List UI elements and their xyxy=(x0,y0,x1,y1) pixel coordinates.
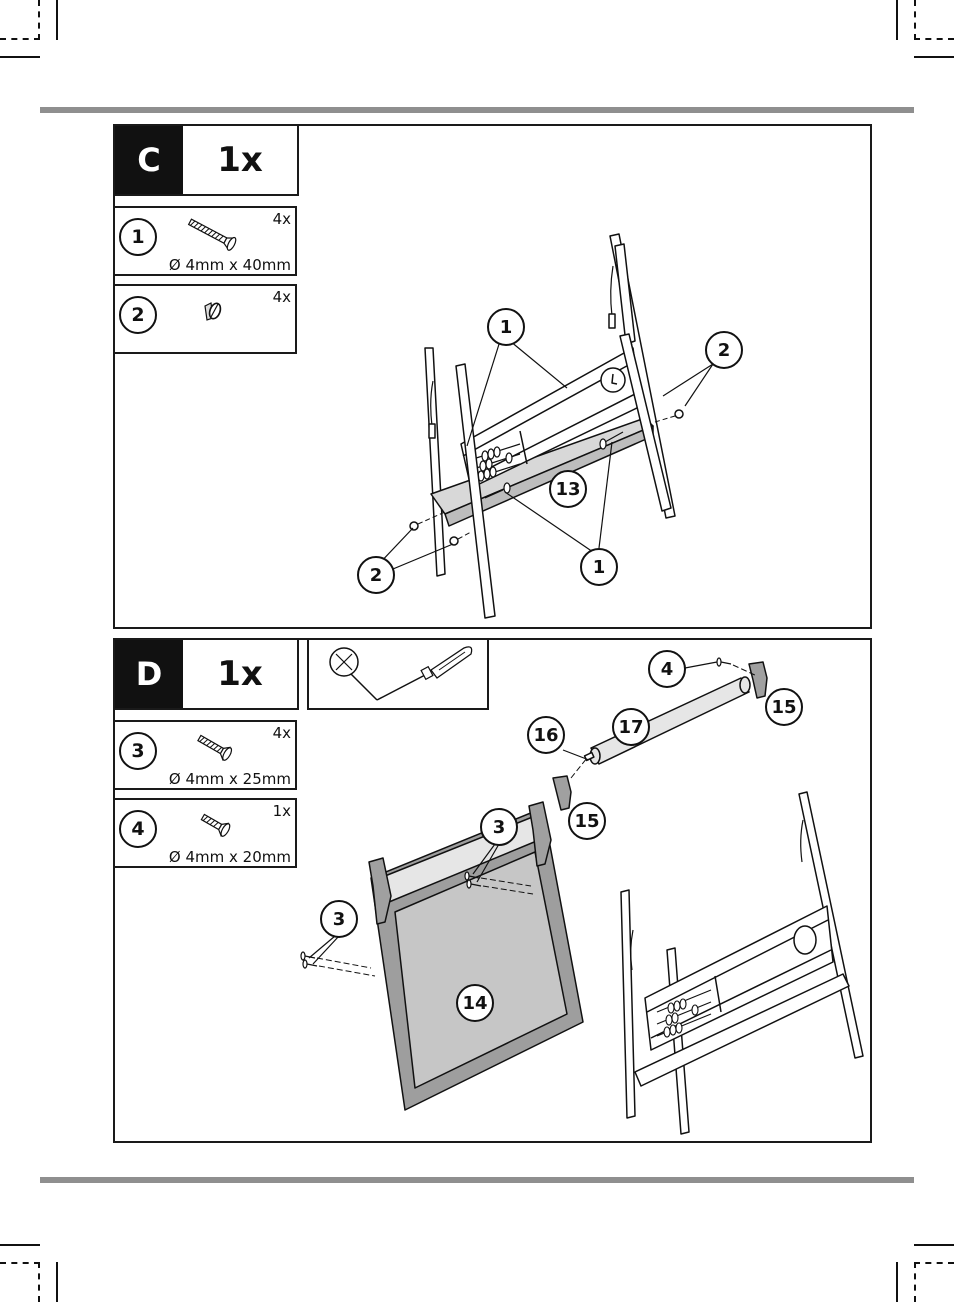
part-size: Ø 4mm x 20mm xyxy=(168,848,291,866)
easel-shelf xyxy=(634,973,850,1087)
phillips-screwdriver-icon xyxy=(329,646,473,701)
crop-mark xyxy=(914,1244,954,1246)
callout-part-2: 2 xyxy=(357,556,395,594)
part-3-box: 3 4x Ø 4mm x 25mm xyxy=(115,720,297,790)
part-count: 4x xyxy=(272,288,291,306)
step-c-panel: C 1x 1 4x Ø 4mm x 40mm 2 4x xyxy=(113,124,872,629)
screw-icon xyxy=(466,879,482,889)
callout-part-4: 4 xyxy=(648,650,686,688)
tool-box xyxy=(307,640,489,710)
part-4-box: 4 1x Ø 4mm x 20mm xyxy=(115,798,297,868)
part-number: 1 xyxy=(119,218,157,256)
callout-part-1: 1 xyxy=(580,548,618,586)
step-letter: D xyxy=(115,640,183,708)
part-size: Ø 4mm x 40mm xyxy=(168,256,291,274)
crop-mark xyxy=(896,0,898,40)
screw-icon xyxy=(302,959,318,969)
easel-frame-illustration xyxy=(376,233,714,619)
long-screw-icon xyxy=(599,431,624,450)
part-1-box: 1 4x Ø 4mm x 40mm xyxy=(115,206,297,276)
step-quantity: 1x xyxy=(217,140,263,180)
crop-mark xyxy=(896,1262,898,1302)
crop-mark xyxy=(0,1262,40,1302)
roll-holder xyxy=(552,775,572,811)
callout-part-2: 2 xyxy=(705,331,743,369)
crop-mark xyxy=(914,0,954,40)
clock-icon xyxy=(793,925,817,955)
cap-nut-icon xyxy=(449,536,459,546)
crop-mark xyxy=(914,56,954,58)
callout-part-17: 17 xyxy=(612,708,650,746)
chalkboard-assembly-illustration xyxy=(300,657,864,1135)
crop-mark xyxy=(0,56,40,58)
chalkboard-surface xyxy=(394,851,568,1089)
part-size: Ø 4mm x 25mm xyxy=(168,770,291,788)
part-count: 4x xyxy=(272,724,291,742)
callout-part-15: 15 xyxy=(568,802,606,840)
easel-left-leg xyxy=(620,889,636,1119)
callout-part-16: 16 xyxy=(527,716,565,754)
cap-nut-icon xyxy=(674,409,684,419)
screw-icon xyxy=(197,734,233,761)
callout-part-15: 15 xyxy=(765,688,803,726)
crop-mark xyxy=(0,0,40,40)
front-right-leg xyxy=(614,243,636,345)
part-number: 4 xyxy=(119,810,157,848)
part-number: 2 xyxy=(119,296,157,334)
crop-mark xyxy=(914,1262,954,1302)
step-quantity: 1x xyxy=(217,654,263,694)
callout-part-3: 3 xyxy=(480,808,518,846)
easel-right-leg xyxy=(798,791,864,1059)
callout-part-3: 3 xyxy=(320,900,358,938)
part-count: 4x xyxy=(272,210,291,228)
step-d-panel: D 1x 3 4x Ø 4mm x 25mm 4 xyxy=(113,638,872,1143)
board-holder-left xyxy=(368,857,392,925)
short-screw-icon xyxy=(200,813,231,837)
step-c-header: C 1x xyxy=(115,126,299,196)
part-2-box: 2 4x xyxy=(115,284,297,354)
step-letter: C xyxy=(115,126,183,194)
screw-icon xyxy=(300,951,316,961)
top-rule xyxy=(40,107,914,113)
short-screw-icon xyxy=(716,657,732,667)
long-screw-icon xyxy=(187,218,237,251)
bottom-rule xyxy=(40,1177,914,1183)
part-number: 3 xyxy=(119,732,157,770)
back-left-leg xyxy=(424,347,446,577)
screw-icon xyxy=(464,871,480,881)
crop-mark xyxy=(56,1262,58,1302)
abacus xyxy=(469,443,521,482)
callout-part-1: 1 xyxy=(487,308,525,346)
callout-part-13: 13 xyxy=(549,470,587,508)
cap-nut-icon xyxy=(204,302,222,321)
cap-nut-icon xyxy=(409,521,419,531)
crop-mark xyxy=(0,1244,40,1246)
part-count: 1x xyxy=(272,802,291,820)
abacus xyxy=(656,989,712,1038)
roll-holder xyxy=(748,661,768,699)
front-left-leg xyxy=(455,363,496,619)
board-holder-right xyxy=(528,801,552,867)
crop-mark xyxy=(56,0,58,40)
step-d-header: D 1x xyxy=(115,640,299,710)
callout-part-14: 14 xyxy=(456,984,494,1022)
